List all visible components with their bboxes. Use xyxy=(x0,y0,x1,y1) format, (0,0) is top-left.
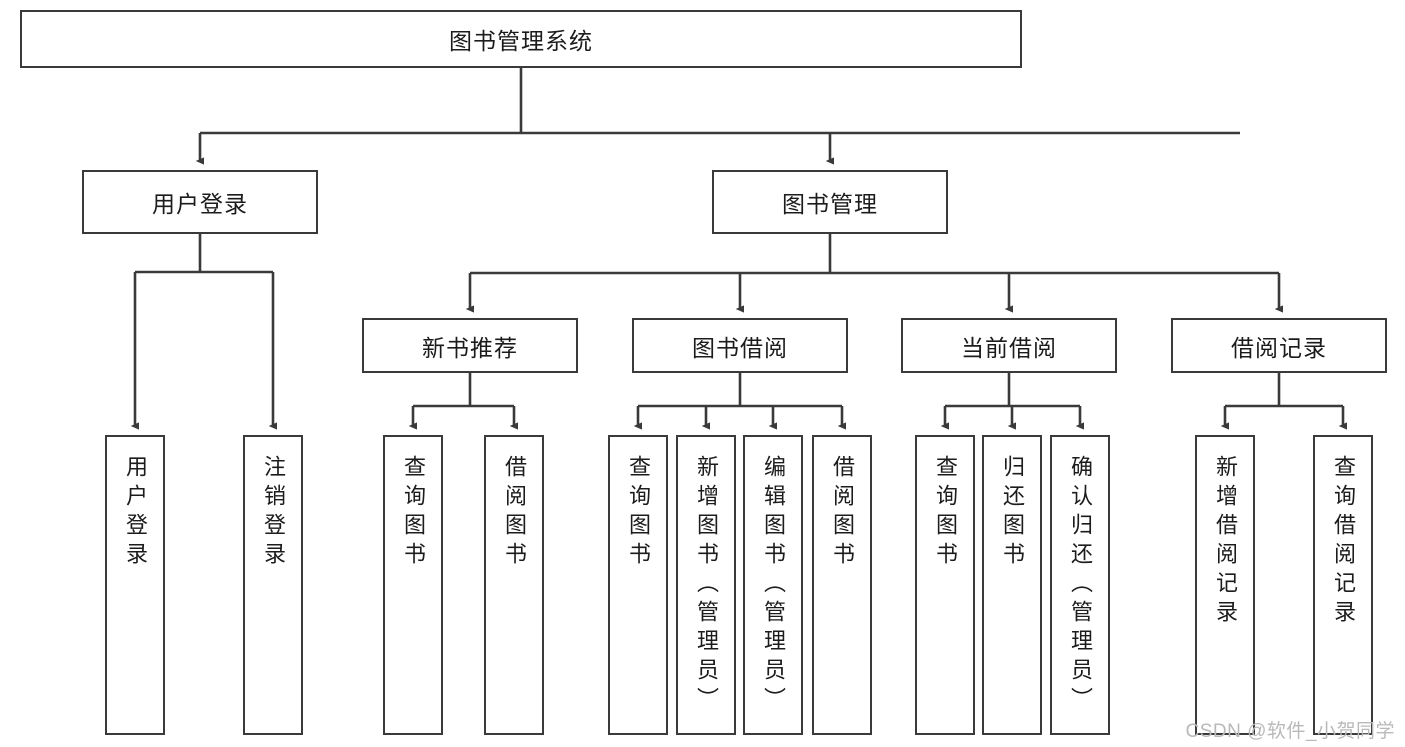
node-label: 借阅图书 xyxy=(830,455,855,571)
leaf-edit-book-admin[interactable]: 编辑图书（管理员） xyxy=(743,435,803,735)
leaf-borrow-book-1[interactable]: 借阅图书 xyxy=(484,435,544,735)
node-label: 确认归还（管理员） xyxy=(1068,455,1093,716)
node-book-borrow[interactable]: 图书借阅 xyxy=(632,318,848,373)
leaf-query-book-1[interactable]: 查询图书 xyxy=(383,435,443,735)
node-label: 新增借阅记录 xyxy=(1213,455,1238,629)
node-label: 归还图书 xyxy=(1000,455,1025,571)
leaf-query-book-2[interactable]: 查询图书 xyxy=(608,435,668,735)
node-label: 查询图书 xyxy=(401,455,426,571)
node-label: 编辑图书（管理员） xyxy=(761,455,786,716)
node-book-management[interactable]: 图书管理 xyxy=(712,170,948,234)
node-root-system[interactable]: 图书管理系统 xyxy=(20,10,1022,68)
node-label: 借阅图书 xyxy=(502,455,527,571)
leaf-add-borrow-record[interactable]: 新增借阅记录 xyxy=(1195,435,1255,735)
leaf-add-book-admin[interactable]: 新增图书（管理员） xyxy=(676,435,736,735)
leaf-user-login[interactable]: 用户登录 xyxy=(105,435,165,735)
leaf-confirm-return-admin[interactable]: 确认归还（管理员） xyxy=(1050,435,1110,735)
leaf-query-book-3[interactable]: 查询图书 xyxy=(915,435,975,735)
node-borrow-record[interactable]: 借阅记录 xyxy=(1171,318,1387,373)
node-label: 查询图书 xyxy=(933,455,958,571)
node-user-login[interactable]: 用户登录 xyxy=(82,170,318,234)
node-label: 新书推荐 xyxy=(422,334,518,361)
leaf-user-logout[interactable]: 注销登录 xyxy=(243,435,303,735)
node-label: 新增图书（管理员） xyxy=(694,455,719,716)
node-label: 当前借阅 xyxy=(961,334,1057,361)
node-label: 用户登录 xyxy=(152,191,248,217)
node-label: 查询借阅记录 xyxy=(1331,455,1356,629)
node-label: 图书管理 xyxy=(782,191,878,217)
node-label: 用户登录 xyxy=(123,455,148,571)
leaf-borrow-book-2[interactable]: 借阅图书 xyxy=(812,435,872,735)
node-label: 查询图书 xyxy=(626,455,651,571)
node-label: 注销登录 xyxy=(261,455,286,571)
node-label: 图书借阅 xyxy=(692,334,788,361)
node-current-borrow[interactable]: 当前借阅 xyxy=(901,318,1117,373)
node-label: 图书管理系统 xyxy=(449,28,593,54)
node-new-book-recommend[interactable]: 新书推荐 xyxy=(362,318,578,373)
leaf-return-book[interactable]: 归还图书 xyxy=(982,435,1042,735)
leaf-query-borrow-record[interactable]: 查询借阅记录 xyxy=(1313,435,1373,735)
csdn-watermark: CSDN @软件_小贺同学 xyxy=(1185,721,1395,742)
node-label: 借阅记录 xyxy=(1231,334,1327,361)
